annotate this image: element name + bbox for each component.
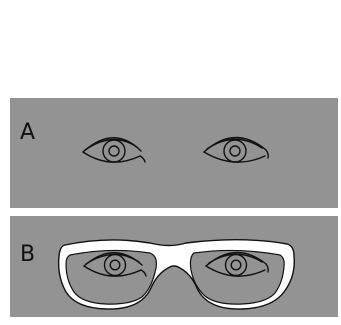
right-eye-icon	[204, 137, 268, 162]
panel-b: B	[10, 216, 338, 317]
panel-a-eyes	[10, 98, 338, 208]
left-eye-icon	[83, 138, 145, 162]
panel-a: A	[10, 98, 338, 208]
glasses-icon	[59, 240, 295, 309]
panel-b-eyes-with-glasses	[10, 216, 338, 317]
